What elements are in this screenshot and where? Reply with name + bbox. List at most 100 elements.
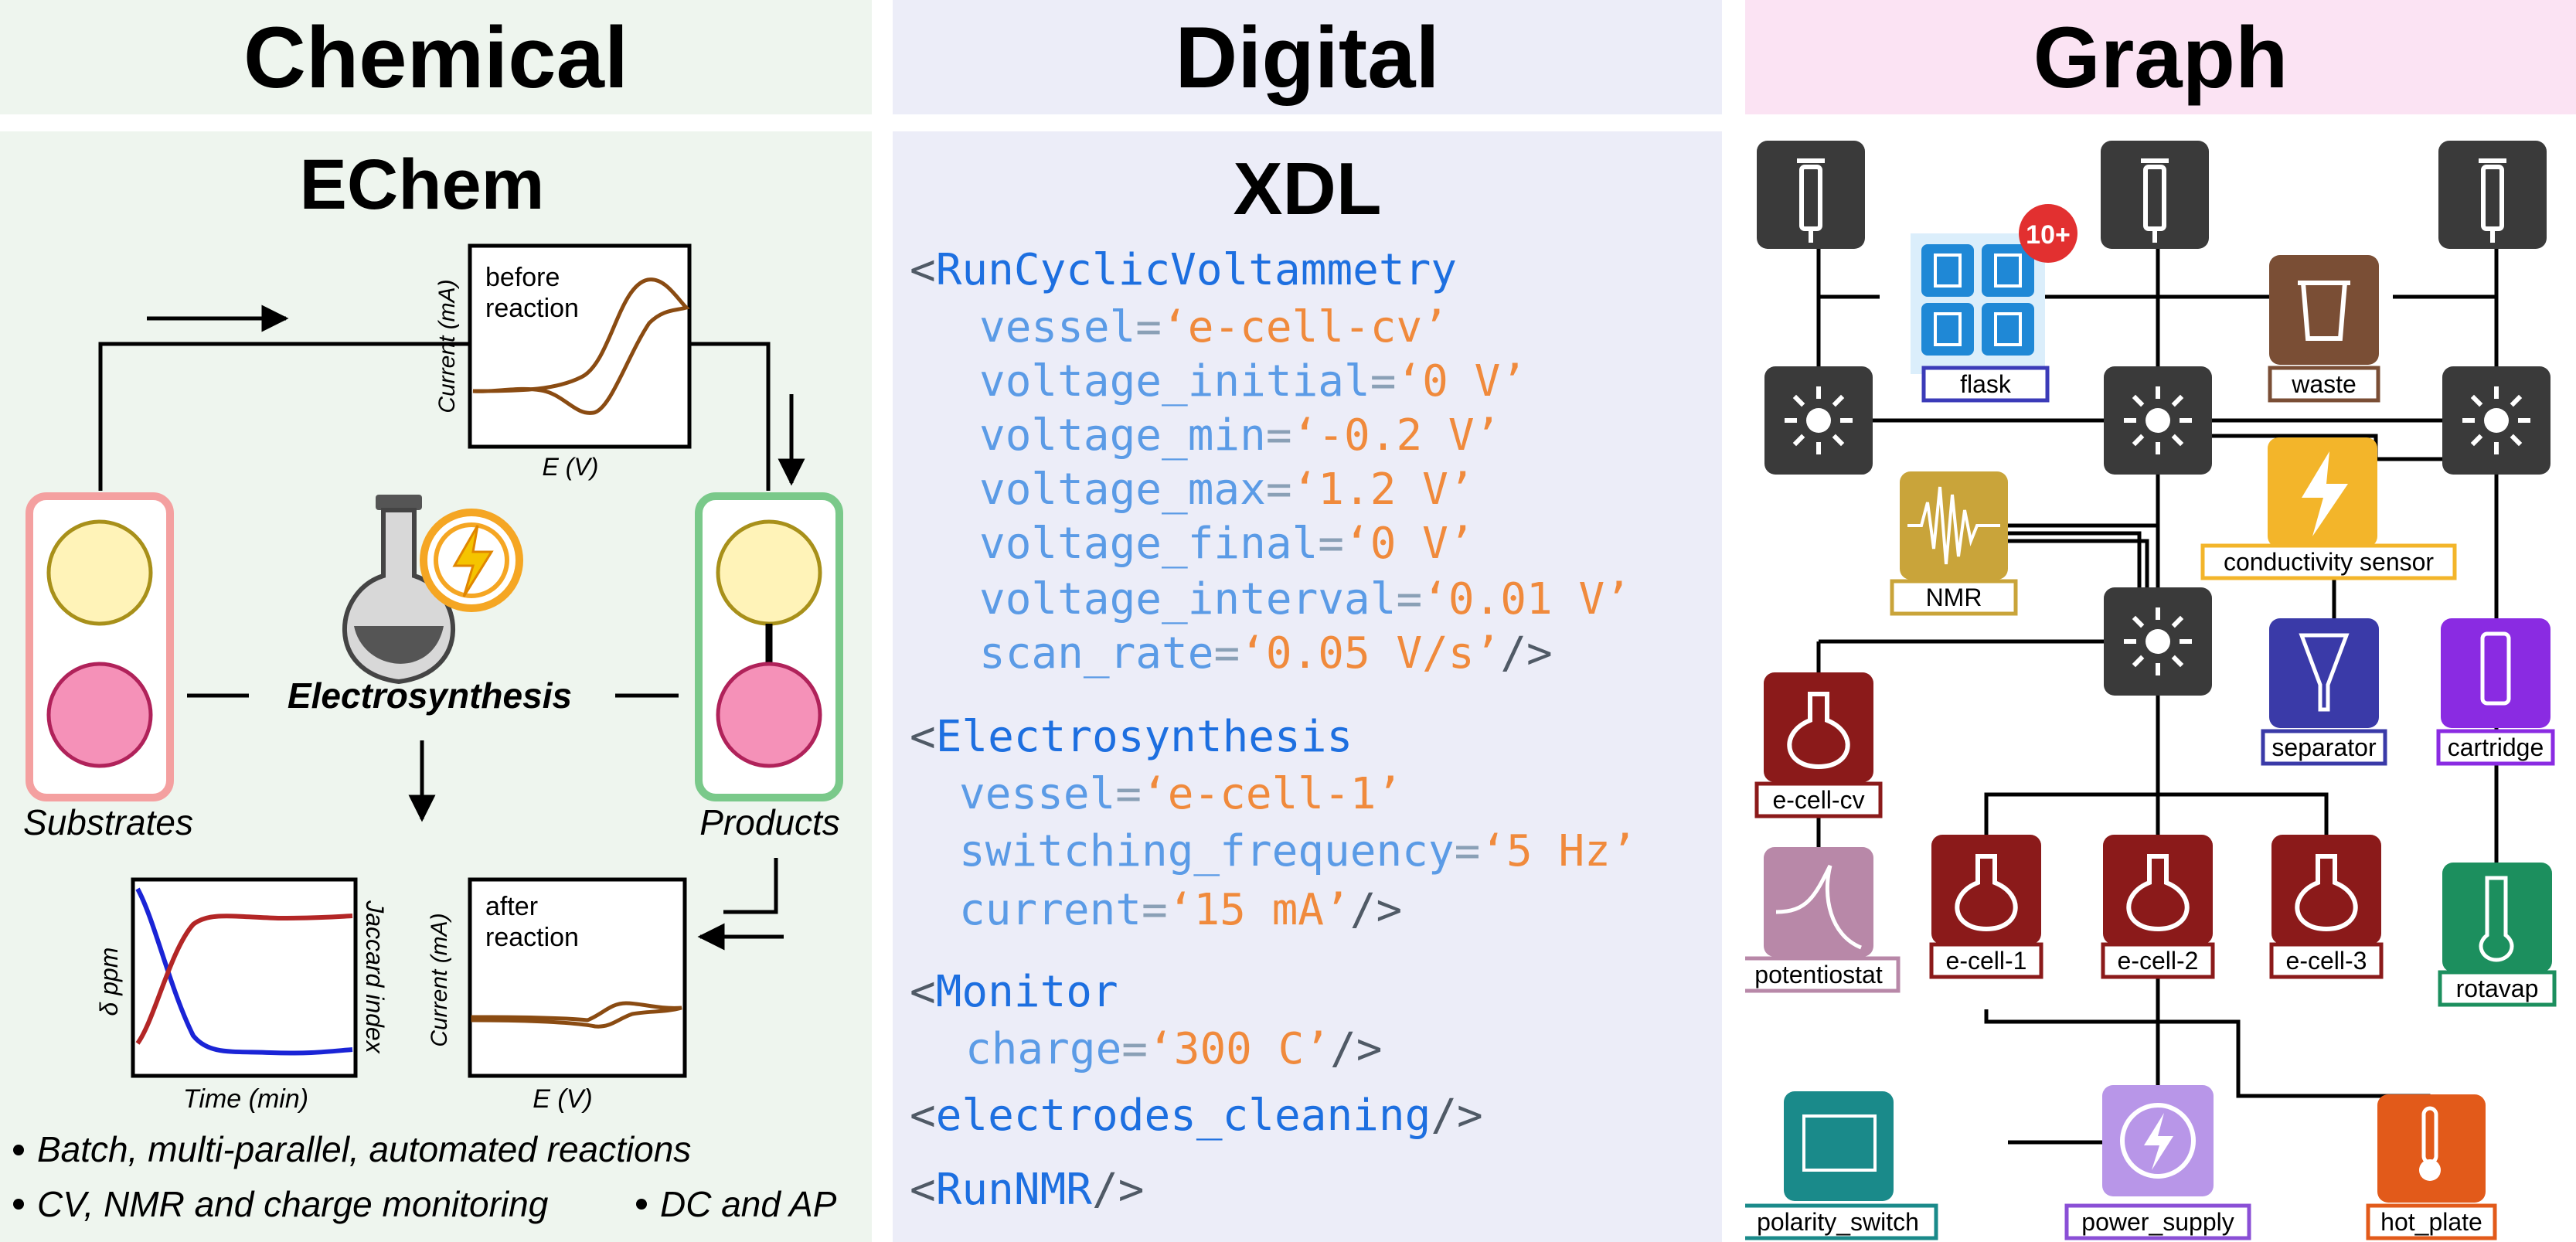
bullet-dot-2 [13, 1199, 24, 1210]
label-ecell-2-frame [2101, 942, 2215, 979]
xdl-value: ‘0 V’ [1344, 519, 1475, 569]
reagent-flask-icon [1982, 244, 2034, 297]
xdl-attribute: voltage_interval [979, 574, 1397, 624]
xdl-tag: Electrosynthesis [935, 712, 1353, 762]
xdl-attribute: voltage_max [979, 464, 1266, 515]
cv-curve-glyph [1775, 864, 1862, 950]
echem-diagram: EChem Substrates Products before reactio… [13, 145, 843, 1224]
cartridge-icon [2441, 618, 2550, 728]
bullet-1: Batch, multi-parallel, automated reactio… [37, 1129, 691, 1169]
xdl-title: XDL [1233, 148, 1382, 230]
xdl-tag: Monitor [935, 967, 1118, 1017]
label-hot-plate: hot_plate [2380, 1208, 2482, 1236]
xdl-close: /> [1500, 628, 1553, 679]
label-flask-frame [1921, 366, 2050, 403]
header-graph: Graph [1745, 0, 2576, 114]
label-ecell-1: e-cell-1 [1946, 947, 2027, 975]
label-potentiostat: potentiostat [1754, 961, 1883, 988]
cv-before-label-2: reaction [485, 294, 579, 323]
xdl-value: ‘0.01 V’ [1422, 574, 1631, 624]
waste-icon [2269, 255, 2379, 365]
xdl-attribute: voltage_initial [979, 356, 1370, 407]
lightning-glyph [2302, 451, 2348, 536]
xdl-tag: electrodes_cleaning [935, 1091, 1431, 1141]
xdl-line: charge=‘300 C’/> [965, 1025, 1382, 1074]
loop-line-right [689, 342, 771, 491]
xdl-line: voltage_min=‘-0.2 V’ [979, 411, 1500, 461]
cv-before-ylabel: Current (mA) [434, 279, 460, 413]
bullet-3: DC and AP [660, 1184, 837, 1224]
label-rotavap: rotavap [2456, 975, 2539, 1002]
syringe-pump-icon [1757, 141, 1865, 249]
cv-before-curve [472, 277, 690, 415]
reagent-flask-icon [1921, 244, 1974, 297]
xdl-close: /> [1431, 1091, 1483, 1141]
xdl-attribute: switching_frequency [959, 826, 1455, 876]
xdl-equals: = [1115, 769, 1142, 819]
label-cartridge-frame [2436, 729, 2555, 766]
graph-edge [1984, 1009, 2241, 1085]
reagent-flask-icon [1982, 303, 2034, 356]
cv-after-curve [471, 1001, 682, 1029]
ecell-1-icon [1931, 835, 2041, 944]
label-power-supply: power_supply [2081, 1208, 2234, 1236]
xdl-equals: = [1454, 826, 1481, 876]
xdl-line: <electrodes_cleaning/> [910, 1091, 1483, 1141]
cv-after-ylabel: Current (mA) [427, 913, 452, 1046]
label-ecell-3-frame [2269, 942, 2384, 979]
bullet-dot-3 [636, 1199, 647, 1210]
label-conductivity: conductivity sensor [2224, 548, 2434, 576]
xdl-close: /> [1092, 1165, 1145, 1215]
xdl-attribute: voltage_min [979, 410, 1266, 461]
xdl-bracket: < [910, 967, 936, 1017]
syringe-pump-icon [2101, 141, 2209, 249]
products-label: Products [699, 802, 840, 842]
monitor-xlabel: Time (min) [183, 1084, 308, 1114]
cv-after-label-1: after [485, 892, 538, 921]
xdl-equals: = [1370, 356, 1397, 407]
label-conductivity-frame [2200, 543, 2457, 580]
count-badge [2019, 204, 2077, 263]
label-ecell-1-frame [1929, 942, 2043, 979]
cartridge-glyph [2480, 631, 2511, 706]
cv-before-xlabel: E (V) [543, 453, 599, 481]
xdl-value: ‘1.2 V’ [1291, 464, 1475, 515]
label-nmr-frame [1890, 579, 2018, 616]
header-digital: Digital [893, 0, 1722, 114]
xdl-line: current=‘15 mA’/> [959, 886, 1402, 935]
label-potentiostat-frame [1745, 956, 1901, 993]
syringe-pump-icon [2438, 141, 2547, 249]
label-nmr: NMR [1926, 584, 1982, 611]
xdl-equals: = [1135, 302, 1162, 352]
xdl-equals: = [1265, 410, 1292, 461]
monitor-blue-curve [135, 887, 353, 1056]
label-separator: separator [2271, 733, 2377, 761]
xdl-value: ‘e-cell-1’ [1142, 769, 1403, 819]
circuit-board-glyph [1802, 1114, 1877, 1172]
product-yellow-circle [716, 519, 822, 626]
label-ecell-2: e-cell-2 [2118, 947, 2199, 975]
xdl-line: voltage_initial=‘0 V’ [979, 357, 1526, 407]
funnel-glyph [2299, 633, 2350, 712]
xdl-attribute: voltage_final [979, 519, 1319, 569]
polarity-switch-icon [1784, 1091, 1894, 1201]
valve-icon [2104, 366, 2212, 475]
xdl-bracket: < [910, 245, 936, 295]
xdl-tag: RunCyclicVoltammetry [935, 245, 1458, 295]
xdl-equals: = [1318, 519, 1345, 569]
rotavap-icon [2442, 863, 2552, 972]
xdl-line: <RunNMR/> [910, 1165, 1144, 1215]
cv-after-xlabel: E (V) [533, 1084, 592, 1114]
xdl-line: voltage_final=‘0 V’ [979, 519, 1475, 569]
power-bolt-glyph [2144, 1113, 2173, 1170]
label-waste-frame [2268, 366, 2380, 403]
xdl-equals: = [1213, 628, 1240, 679]
graph-edge [1816, 294, 1880, 315]
xdl-line: <Monitor [910, 968, 1118, 1017]
xdl-equals: = [1396, 574, 1423, 624]
count-badge-text: 10+ [2026, 220, 2071, 250]
valve-icon [1764, 366, 1873, 475]
nmr-wave-glyph [1907, 486, 2000, 565]
xdl-equals: = [1142, 885, 1168, 935]
